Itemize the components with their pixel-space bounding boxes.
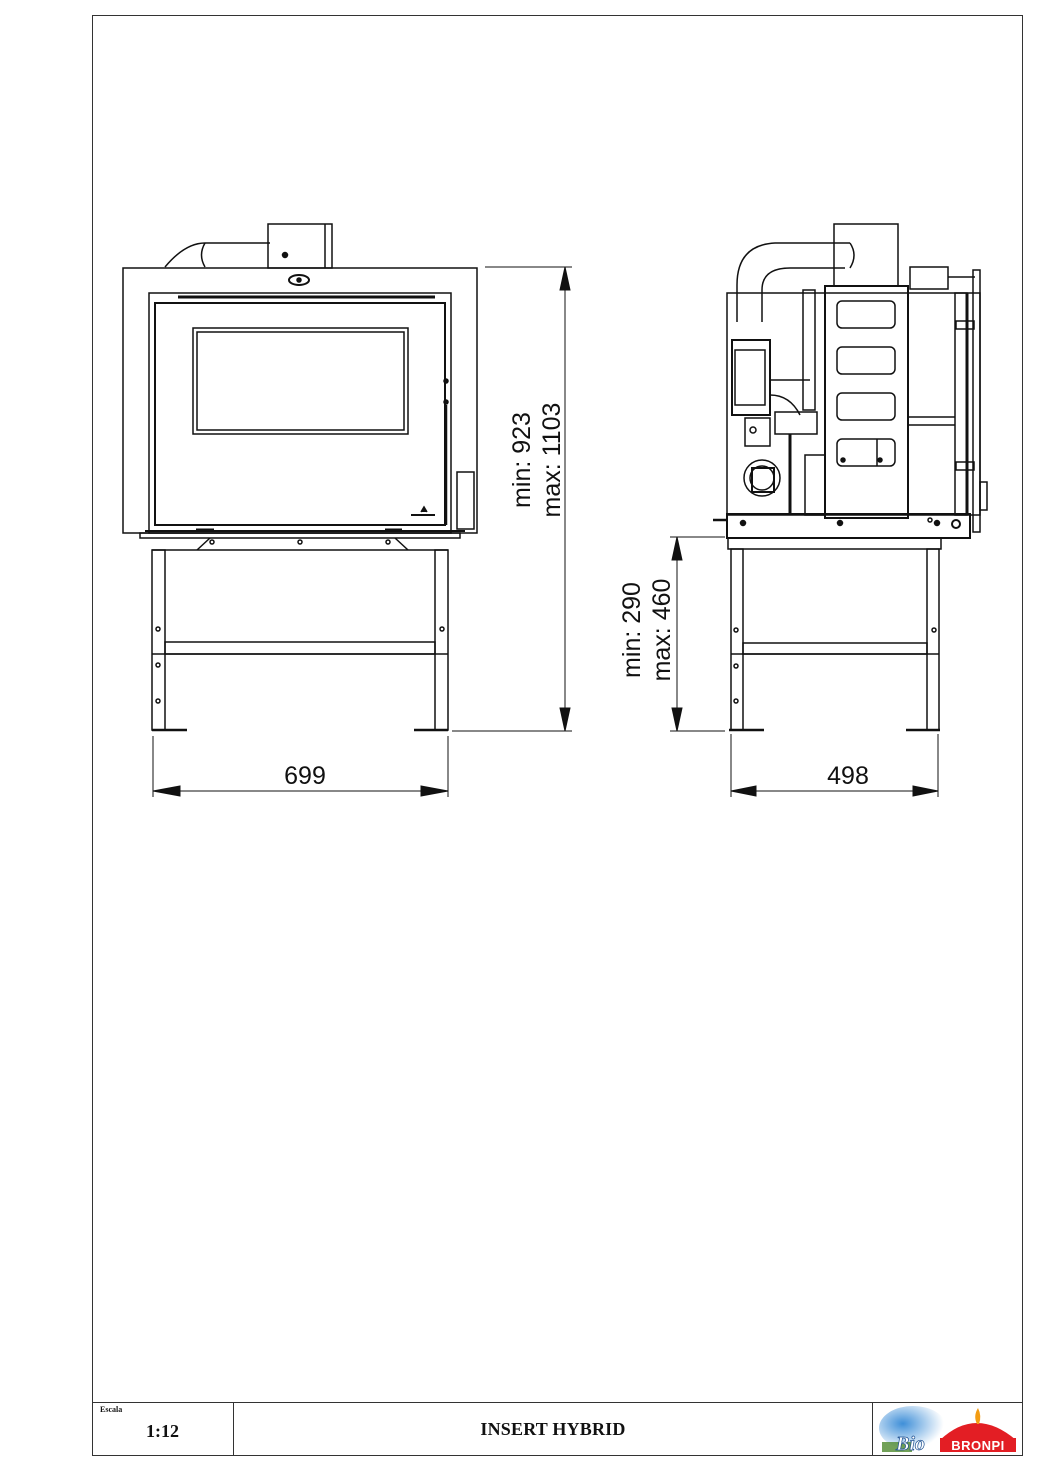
front-height-max-label: max: 1103 bbox=[538, 403, 566, 518]
side-width-label: 498 bbox=[827, 762, 869, 790]
title-block: Escala 1:12 INSERT HYBRID Bio BRONPI bbox=[92, 1402, 1023, 1456]
front-view bbox=[122, 223, 478, 732]
front-height-dimension bbox=[452, 266, 572, 732]
scale-value: 1:12 bbox=[146, 1421, 179, 1441]
scale-label: Escala bbox=[100, 1405, 123, 1414]
svg-text:BRONPI: BRONPI bbox=[951, 1438, 1005, 1453]
front-width-dimension bbox=[152, 736, 449, 797]
side-view bbox=[713, 223, 988, 732]
side-leg-max-label: max: 460 bbox=[648, 579, 676, 682]
side-leg-min-label: min: 290 bbox=[618, 582, 646, 678]
logo-cell: Bio BRONPI bbox=[873, 1403, 1023, 1456]
side-width-dimension bbox=[730, 734, 939, 797]
bronpi-logo: Bio BRONPI bbox=[879, 1405, 1016, 1454]
front-width-label: 699 bbox=[284, 762, 326, 790]
front-height-min-label: min: 923 bbox=[508, 412, 536, 508]
svg-text:Bio: Bio bbox=[895, 1433, 925, 1454]
title-cell: INSERT HYBRID bbox=[234, 1403, 873, 1456]
drawing-sheet-border bbox=[92, 15, 1023, 1456]
side-leg-dimension bbox=[670, 536, 725, 732]
drawing-title: INSERT HYBRID bbox=[480, 1419, 626, 1439]
scale-cell: Escala 1:12 bbox=[92, 1403, 234, 1456]
